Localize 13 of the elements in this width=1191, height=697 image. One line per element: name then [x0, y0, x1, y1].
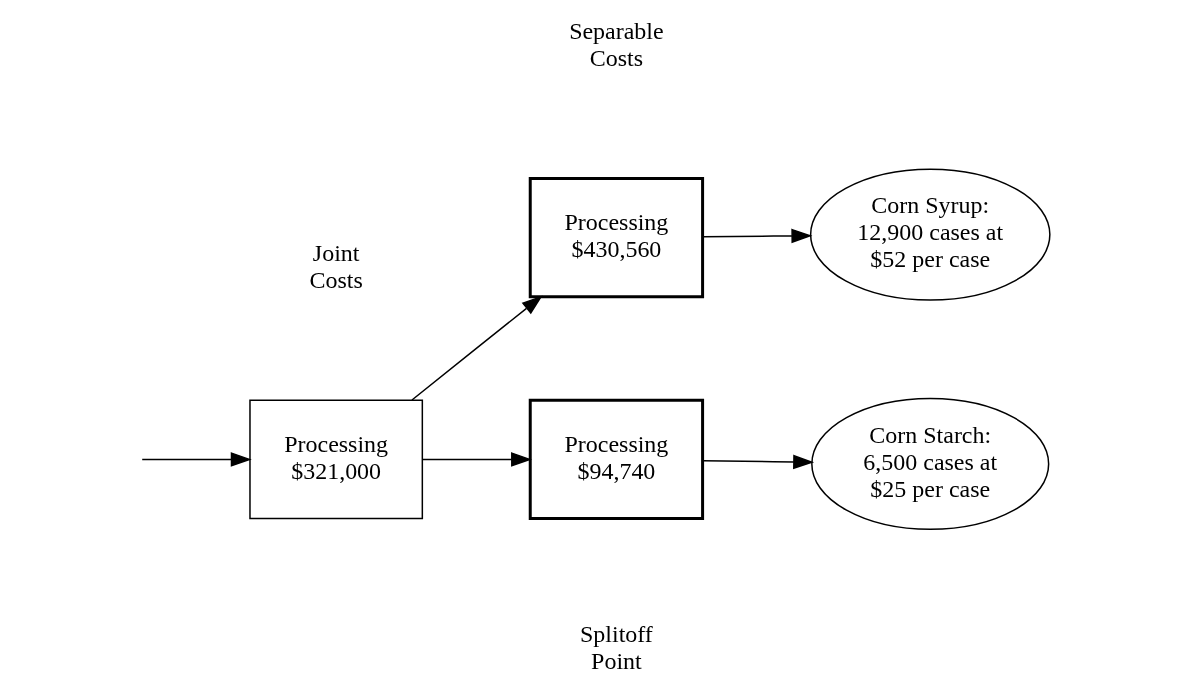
label: Separable Costs — [569, 18, 664, 72]
arrow — [141, 452, 252, 467]
node-box: Processing $94,740 — [528, 398, 705, 521]
arrow — [702, 454, 815, 470]
node-box: Processing $321,000 — [249, 399, 424, 520]
node-ellipse: Corn Starch: 6,500 cases at $25 per case — [811, 397, 1050, 531]
arrow — [702, 228, 813, 244]
arrow — [421, 452, 533, 467]
node-box: Processing $430,560 — [528, 176, 705, 299]
label: Joint Costs — [309, 240, 363, 294]
label: Splitoff Point — [580, 620, 653, 674]
node-ellipse: Corn Syrup: 12,900 cases at $52 per case — [809, 168, 1051, 301]
arrow — [411, 295, 543, 401]
